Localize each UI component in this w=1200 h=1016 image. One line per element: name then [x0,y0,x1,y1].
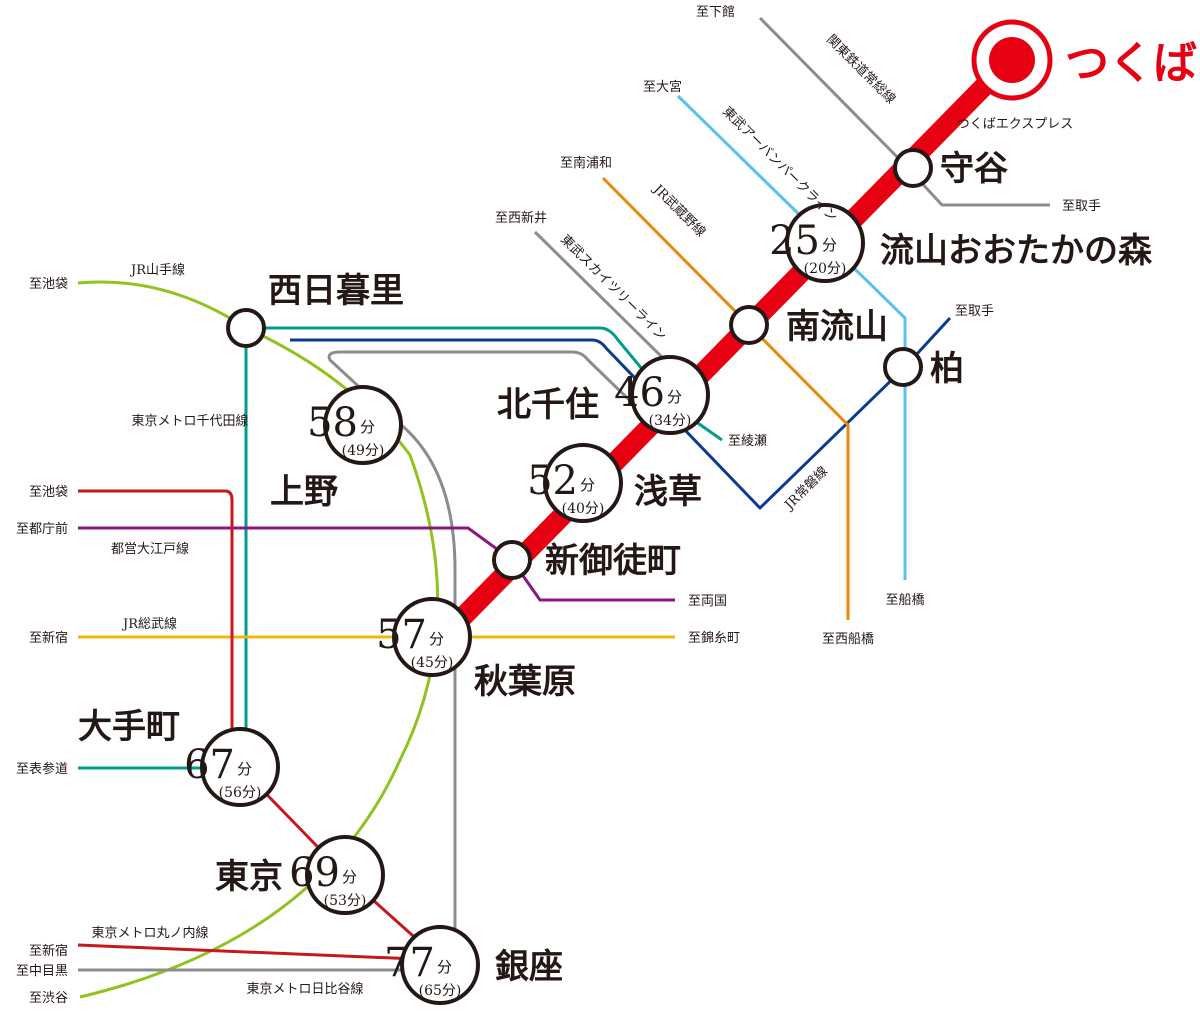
station-name-nishi-nippori: 西日暮里 [268,271,404,311]
line-label-toei-oedo: 都営大江戸線 [111,541,189,557]
station-minami-nagareyama-marker [729,305,769,345]
station-ueno-time: 58 分 (49分) [307,385,403,465]
station-name-akihabara: 秋葉原 [474,662,576,702]
station-kashiwa-marker [883,347,923,387]
dir-shinjuku-2: 至新宿 [29,943,68,959]
line-label-jr-yamanote: JR山手線 [129,262,185,278]
time-unit: 分 [429,630,444,648]
line-label-metro-marunouchi: 東京メトロ丸ノ内線 [91,925,208,941]
dir-funabashi: 至船橋 [885,593,924,608]
time-unit: 分 [360,418,375,436]
tobu-urban-park-line [676,94,907,580]
dir-ikebukuro-1: 至池袋 [29,277,68,292]
metro-chiyoda-line [244,326,723,767]
station-nagareyama-otakanomori-time: 25 分 (20分) [769,203,865,283]
station-name-kita-senju: 北千住 [497,385,599,425]
dir-toride-1: 至取手 [1062,199,1101,214]
dir-nishi-funabashi: 至西船橋 [822,632,874,647]
time-unit: 分 [342,868,357,886]
time-minutes: 52 [527,458,578,504]
line-label-metro-hibiya: 東京メトロ日比谷線 [246,981,363,997]
station-tokyo-time: 69 分 (53分) [289,835,385,915]
time-unit: 分 [822,236,837,254]
dir-shinjuku-1: 至新宿 [29,630,68,646]
tobu-skytree-line [533,230,667,362]
time-unit: 分 [237,760,252,778]
time-minutes: 67 [184,742,235,788]
time-minutes: 57 [376,612,427,658]
time-minutes: 69 [289,850,340,896]
station-nishi-nippori-marker [226,308,266,348]
station-name-moriya: 守谷 [940,149,1008,189]
metro-hibiya-line [78,350,652,972]
metro-marunouchi-line [77,489,442,962]
line-label-tobu-urban-park: 東武アーバンパークライン [719,104,840,225]
station-moriya-marker [893,148,933,188]
time-alt: (53分) [324,893,367,909]
station-otemachi-time: 67 分 (56分) [184,727,280,807]
dir-nishi-arai: 至西新井 [495,210,547,226]
time-minutes: 46 [614,370,665,416]
time-unit: 分 [667,388,682,406]
dir-minami-urawa: 至南浦和 [560,155,612,171]
time-minutes: 77 [384,940,435,986]
time-minutes: 58 [307,400,358,446]
station-name-ueno: 上野 [270,472,338,512]
time-alt: (49分) [342,443,385,459]
station-name-minami-nagareyama: 南流山 [786,307,888,347]
time-alt: (34分) [649,413,692,429]
dir-shimodate: 至下館 [696,5,735,20]
dir-omiya: 至大宮 [643,79,682,95]
dir-toride-2: 至取手 [955,304,994,319]
time-alt: (56分) [219,785,262,801]
line-label-jr-sobu: JR総武線 [121,616,177,632]
station-name-asakusa: 浅草 [634,472,702,512]
jr-musashino-line [601,176,850,620]
line-label-tsukuba-express: つくばエクスプレス [957,117,1074,132]
station-name-ginza: 銀座 [495,947,563,987]
line-label-kanto-joso: 関東鉄道常総線 [823,32,899,108]
dir-ryogoku: 至両国 [688,594,727,609]
time-unit: 分 [580,476,595,494]
jr-joban-line [290,316,952,510]
dir-kinshicho: 至錦糸町 [688,630,740,646]
terminal-label: つくば [1065,38,1197,89]
dir-omotesando: 至表参道 [16,761,68,777]
time-alt: (45分) [411,655,454,671]
station-name-kashiwa: 柏 [930,349,964,389]
line-label-jr-joban: JR常磐線 [780,463,831,514]
dir-shibuya: 至渋谷 [29,991,68,1006]
station-name-otemachi: 大手町 [78,707,180,747]
station-akihabara-time: 57 分 (45分) [376,597,472,677]
dir-tochomae: 至都庁前 [16,521,68,537]
dir-naka-meguro: 至中目黒 [16,964,68,979]
line-label-metro-chiyoda: 東京メトロ千代田線 [131,413,248,429]
station-ginza-time: 77 分 (65分) [384,925,480,1005]
station-kita-senju-time: 46 分 (34分) [614,355,710,435]
time-alt: (65分) [419,983,462,999]
time-alt: (40分) [562,501,605,517]
station-asakusa-time: 52 分 (40分) [527,443,623,523]
station-name-nagareyama-otakanomori: 流山おおたかの森 [880,231,1153,271]
time-minutes: 25 [769,218,820,264]
time-unit: 分 [437,958,452,976]
station-name-shin-okachimachi: 新御徒町 [545,541,681,581]
time-alt: (20分) [804,261,847,277]
dir-ikebukuro-2: 至池袋 [29,485,68,500]
station-name-tokyo: 東京 [215,857,283,897]
station-shin-okachimachi-marker [492,540,532,580]
dir-ayase: 至綾瀬 [728,433,767,449]
tsukuba-terminal-dot [989,37,1035,83]
